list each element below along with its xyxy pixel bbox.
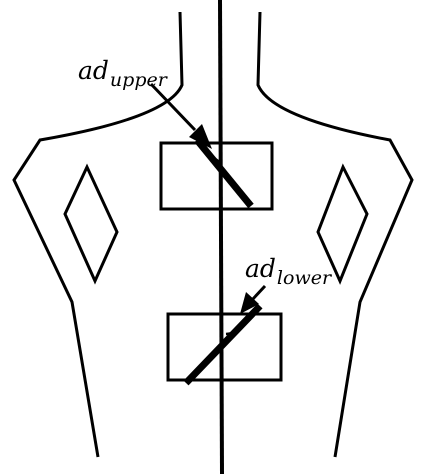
lower-label-subscript: lower <box>277 267 331 289</box>
spine-line <box>220 0 222 474</box>
lower-label-main: ad <box>245 254 276 283</box>
upper-endplate-line <box>197 140 251 206</box>
upper-angle-label: adupper <box>78 58 167 83</box>
upper-vertebra-box <box>161 143 272 209</box>
right-torso-outline <box>258 12 412 457</box>
upper-label-subscript: upper <box>110 69 167 91</box>
lower-angle-label: adlower <box>245 256 331 281</box>
upper-label-main: ad <box>78 56 109 85</box>
lower-arrow-shaft <box>252 286 265 300</box>
left-arm-gap <box>65 167 117 281</box>
